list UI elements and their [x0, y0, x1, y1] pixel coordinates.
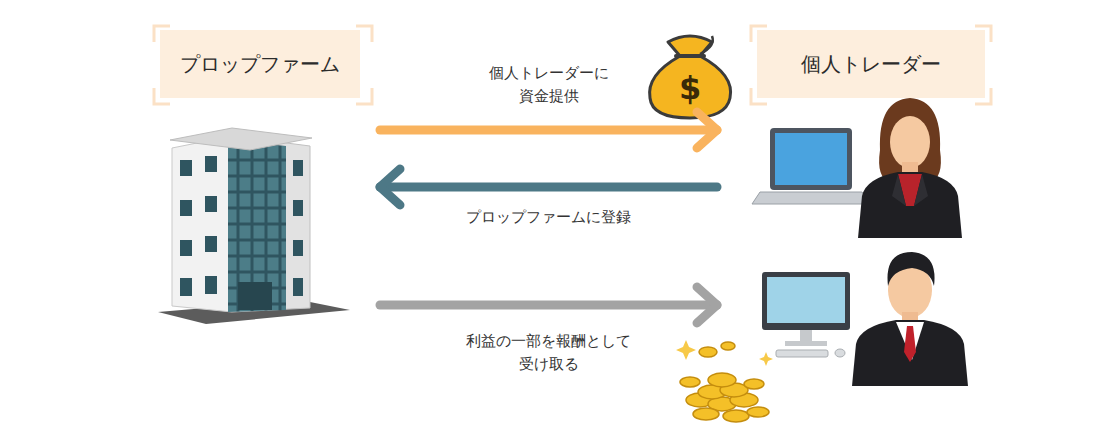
currency-symbol: $ — [679, 69, 701, 107]
party-header: 個人トレーダー — [757, 30, 985, 98]
trader-man — [762, 252, 968, 386]
arrow-head — [697, 112, 717, 148]
arrow-line — [380, 183, 717, 192]
edge-label: 個人トレーダーに 資金提供 — [483, 62, 615, 109]
edge-label: プロップファームに登録 — [463, 206, 634, 229]
arrow-line — [380, 301, 717, 310]
office-building — [158, 128, 350, 324]
party-header: プロップファーム — [160, 30, 360, 98]
party-name: 個人トレーダー — [801, 51, 941, 78]
arrow-head — [697, 287, 717, 323]
sparkles — [676, 340, 773, 366]
party-column: 個人トレーダー — [722, 25, 972, 425]
party-name: プロップファーム — [180, 51, 340, 78]
money-bag — [650, 36, 731, 118]
trader-woman — [752, 98, 962, 238]
coin-pile — [680, 342, 769, 422]
arrow-head — [380, 169, 400, 205]
arrow-line — [380, 126, 717, 135]
edge-label: 利益の一部を報酬として 受け取る — [460, 330, 637, 377]
party-column: プロップファーム — [150, 25, 375, 325]
